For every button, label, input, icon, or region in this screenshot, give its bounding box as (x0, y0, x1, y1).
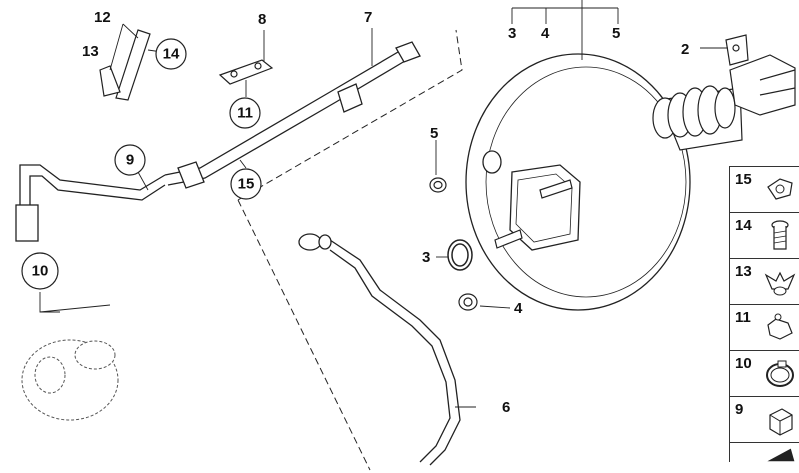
legend-item: 14 (729, 212, 799, 258)
hose-9 (15, 164, 166, 242)
hose-clamp-icon (767, 178, 793, 200)
legend-label: 15 (735, 171, 752, 188)
callout-4-top: 4 (541, 25, 550, 42)
leader-lines (39, 0, 728, 408)
nut-4 (458, 293, 478, 311)
callout-5-top: 5 (612, 25, 620, 42)
legend-item (729, 442, 799, 462)
o-ring-3 (447, 239, 473, 271)
legend-item: 13 (729, 258, 799, 304)
legend-item: 11 (729, 304, 799, 350)
callout-13: 13 (82, 43, 99, 60)
callout-7: 7 (364, 9, 372, 26)
callout-6: 6 (502, 399, 510, 416)
parts-legend-panel: 15 14 13 11 10 9 (729, 166, 799, 462)
callout-11: 11 (237, 105, 253, 122)
callout-13-icon: 13 (82, 43, 99, 60)
legend-item: 10 (729, 350, 799, 396)
callout-9-circle (114, 144, 146, 176)
callout-10: 10 (32, 263, 49, 280)
legend-item: 15 (729, 166, 799, 212)
callout-14-circle (155, 38, 187, 70)
callout-12: 12 (94, 9, 111, 26)
assembly-dashed-outline (237, 29, 463, 471)
callout-3-top: 3 (508, 25, 516, 42)
nut-5 (429, 177, 447, 193)
booster-studs (494, 179, 573, 249)
brake-booster (465, 53, 691, 311)
callout-14: 14 (163, 46, 180, 63)
callout-9: 9 (126, 152, 134, 169)
legend-item: 9 (729, 396, 799, 442)
callout-3: 3 (422, 249, 430, 266)
legend-label: 13 (735, 263, 752, 280)
wedge-icon (767, 448, 795, 462)
legend-label: 11 (735, 309, 751, 326)
bracket-clip-icon (767, 313, 793, 340)
clip-8 (218, 59, 274, 85)
legend-label: 14 (735, 217, 752, 234)
callout-5: 5 (430, 125, 438, 142)
vacuum-hose-7 (164, 41, 421, 189)
callout-15: 15 (238, 176, 255, 193)
hose-clamp-icon (766, 360, 794, 387)
callout-8: 8 (258, 11, 266, 28)
legend-label: 10 (735, 355, 752, 372)
clamp-12 (99, 29, 151, 101)
vacuum-pump (21, 339, 119, 421)
clip-icon (769, 408, 793, 436)
callout-15-circle (230, 168, 262, 200)
callout-2: 2 (681, 41, 689, 58)
clevis (725, 34, 796, 116)
screw-icon (771, 220, 789, 250)
callout-11-circle (229, 97, 261, 129)
wing-clip-icon (764, 271, 796, 296)
callout-10-circle (21, 252, 59, 290)
bellows (652, 85, 743, 151)
vacuum-line-6 (298, 233, 461, 466)
legend-label: 9 (735, 401, 744, 418)
callout-4: 4 (514, 300, 523, 317)
